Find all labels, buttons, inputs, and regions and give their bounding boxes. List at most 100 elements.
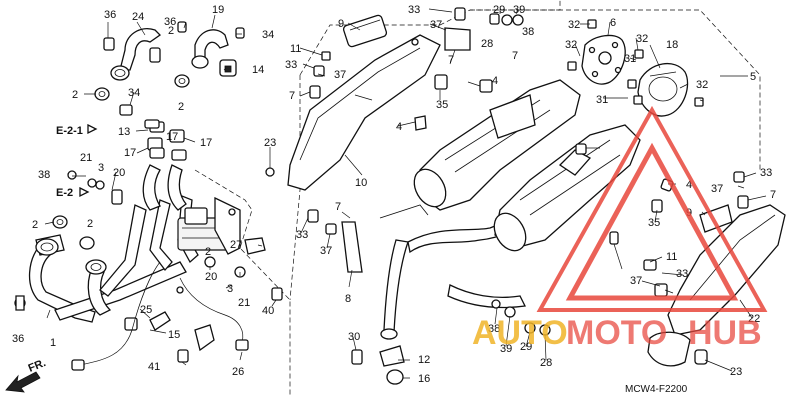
callout-32-d: 32 xyxy=(696,79,708,91)
callout-17-c: 17 xyxy=(166,131,178,143)
callout-31-a: 31 xyxy=(624,53,636,65)
exhaust-pipe-1 xyxy=(28,234,187,323)
callout-7-c: 7 xyxy=(448,54,454,66)
callout-3-a: 3 xyxy=(98,162,104,174)
callout-17-a: 17 xyxy=(124,147,136,159)
callout-38-b: 38 xyxy=(522,26,534,38)
callout-33-a: 33 xyxy=(285,59,297,71)
callout-37-a: 37 xyxy=(334,69,346,81)
callout-33-b: 33 xyxy=(296,229,308,241)
callout-9-a: 9 xyxy=(338,18,344,30)
callout-28-b: 28 xyxy=(540,357,552,369)
callout-29-b: 29 xyxy=(520,341,532,353)
callout-11-b: 11 xyxy=(666,251,677,263)
callout-14: 14 xyxy=(252,64,264,76)
callout-39-a: 39 xyxy=(513,4,525,16)
callout-39-b: 39 xyxy=(500,343,512,355)
callout-7-a: 7 xyxy=(289,90,295,102)
callout-2-a: 2 xyxy=(72,89,78,101)
callout-36-a: 36 xyxy=(104,9,116,21)
callout-26: 26 xyxy=(232,366,244,378)
callout-17-b: 17 xyxy=(200,137,212,149)
callout-20-b: 20 xyxy=(205,271,217,283)
callout-24: 24 xyxy=(132,11,144,23)
watermark-logo: AUTO MOTO HUB xyxy=(472,105,768,352)
heat-shield-upper xyxy=(287,14,441,191)
callout-15: 15 xyxy=(168,329,180,341)
callout-37-e: 37 xyxy=(711,183,723,195)
muffler-right xyxy=(447,124,641,309)
callout-7-d: 7 xyxy=(512,50,518,62)
callout-10: 10 xyxy=(355,177,367,189)
callout-11-a: 11 xyxy=(290,43,301,55)
callout-19: 19 xyxy=(212,4,224,16)
callout-38-c: 38 xyxy=(488,323,500,335)
callout-36-b: 36 xyxy=(164,16,176,28)
callout-40: 40 xyxy=(262,305,274,317)
o2-sensor-cables xyxy=(71,261,249,371)
callout-28-a: 28 xyxy=(481,38,493,50)
callout-12: 12 xyxy=(418,354,430,366)
callout-7-e: 7 xyxy=(770,189,776,201)
callout-1: 1 xyxy=(50,337,56,349)
callout-32-a: 32 xyxy=(568,19,580,31)
callout-3-b: 3 xyxy=(227,283,233,295)
upper-pipe-right xyxy=(191,29,237,77)
section-references: E-2-1 E-2 xyxy=(56,123,98,199)
callout-8: 8 xyxy=(345,293,351,305)
callout-4-c: 4 xyxy=(686,179,692,191)
group-outline-left xyxy=(194,169,291,395)
callout-41: 41 xyxy=(148,361,160,373)
watermark-text-hub: HUB xyxy=(688,314,762,352)
ref-e-2-1: E-2-1 xyxy=(56,125,83,137)
callout-38: 38 xyxy=(38,169,50,181)
callout-2-f: 2 xyxy=(205,246,211,258)
callout-37-c: 37 xyxy=(430,19,442,31)
callout-37-b: 37 xyxy=(320,245,332,257)
watermark-text-moto: MOTO xyxy=(566,314,667,352)
callout-labels: 36 24 36 19 34 2 34 13 17 17 2 14 2 17 3… xyxy=(12,4,776,385)
callout-2-b: 2 xyxy=(178,101,184,113)
callout-16: 16 xyxy=(418,373,430,385)
callout-35-a: 35 xyxy=(436,99,448,111)
callout-5: 5 xyxy=(750,71,756,83)
callout-29-a: 29 xyxy=(493,4,505,16)
callout-25: 25 xyxy=(140,304,152,316)
callout-31-b: 31 xyxy=(596,94,608,106)
callout-21-b: 21 xyxy=(238,297,250,309)
heat-shield-lower xyxy=(647,204,786,367)
callout-32-b: 32 xyxy=(565,39,577,51)
end-cap-bolts xyxy=(567,19,704,107)
callout-32-c: 32 xyxy=(636,33,648,45)
callout-23-a: 23 xyxy=(264,137,276,149)
callout-2-e: 2 xyxy=(87,218,93,230)
callout-34-b: 34 xyxy=(128,87,140,99)
callout-2-c: 2 xyxy=(168,25,174,37)
callout-33-e: 33 xyxy=(760,167,772,179)
callout-30: 30 xyxy=(348,331,360,343)
callout-35-b: 35 xyxy=(648,217,660,229)
callout-7-b: 7 xyxy=(335,201,341,213)
muffler-end-cover xyxy=(637,62,689,117)
callout-34-a: 34 xyxy=(262,29,274,41)
front-direction-arrow: FR. xyxy=(5,357,48,393)
upper-pipe-left xyxy=(110,28,162,81)
callout-4-b: 4 xyxy=(396,121,402,133)
callout-27: 27 xyxy=(230,239,242,251)
callout-36-c: 36 xyxy=(12,333,24,345)
muffler-end-cap xyxy=(581,34,626,85)
callout-13: 13 xyxy=(118,126,130,138)
callout-33-d: 33 xyxy=(676,268,688,280)
callout-6: 6 xyxy=(610,17,616,29)
callout-37-d: 37 xyxy=(630,275,642,287)
muffler-main xyxy=(379,79,581,340)
watermark-text-auto: AUTO xyxy=(472,314,568,352)
callout-20-a: 20 xyxy=(113,167,125,179)
exhaust-pipe-collector xyxy=(99,164,241,297)
callout-22: 22 xyxy=(748,313,760,325)
ref-e-2: E-2 xyxy=(56,187,73,199)
callout-2-d: 2 xyxy=(32,219,38,231)
callout-23-b: 23 xyxy=(730,366,742,378)
callout-4-a: 4 xyxy=(492,75,498,87)
